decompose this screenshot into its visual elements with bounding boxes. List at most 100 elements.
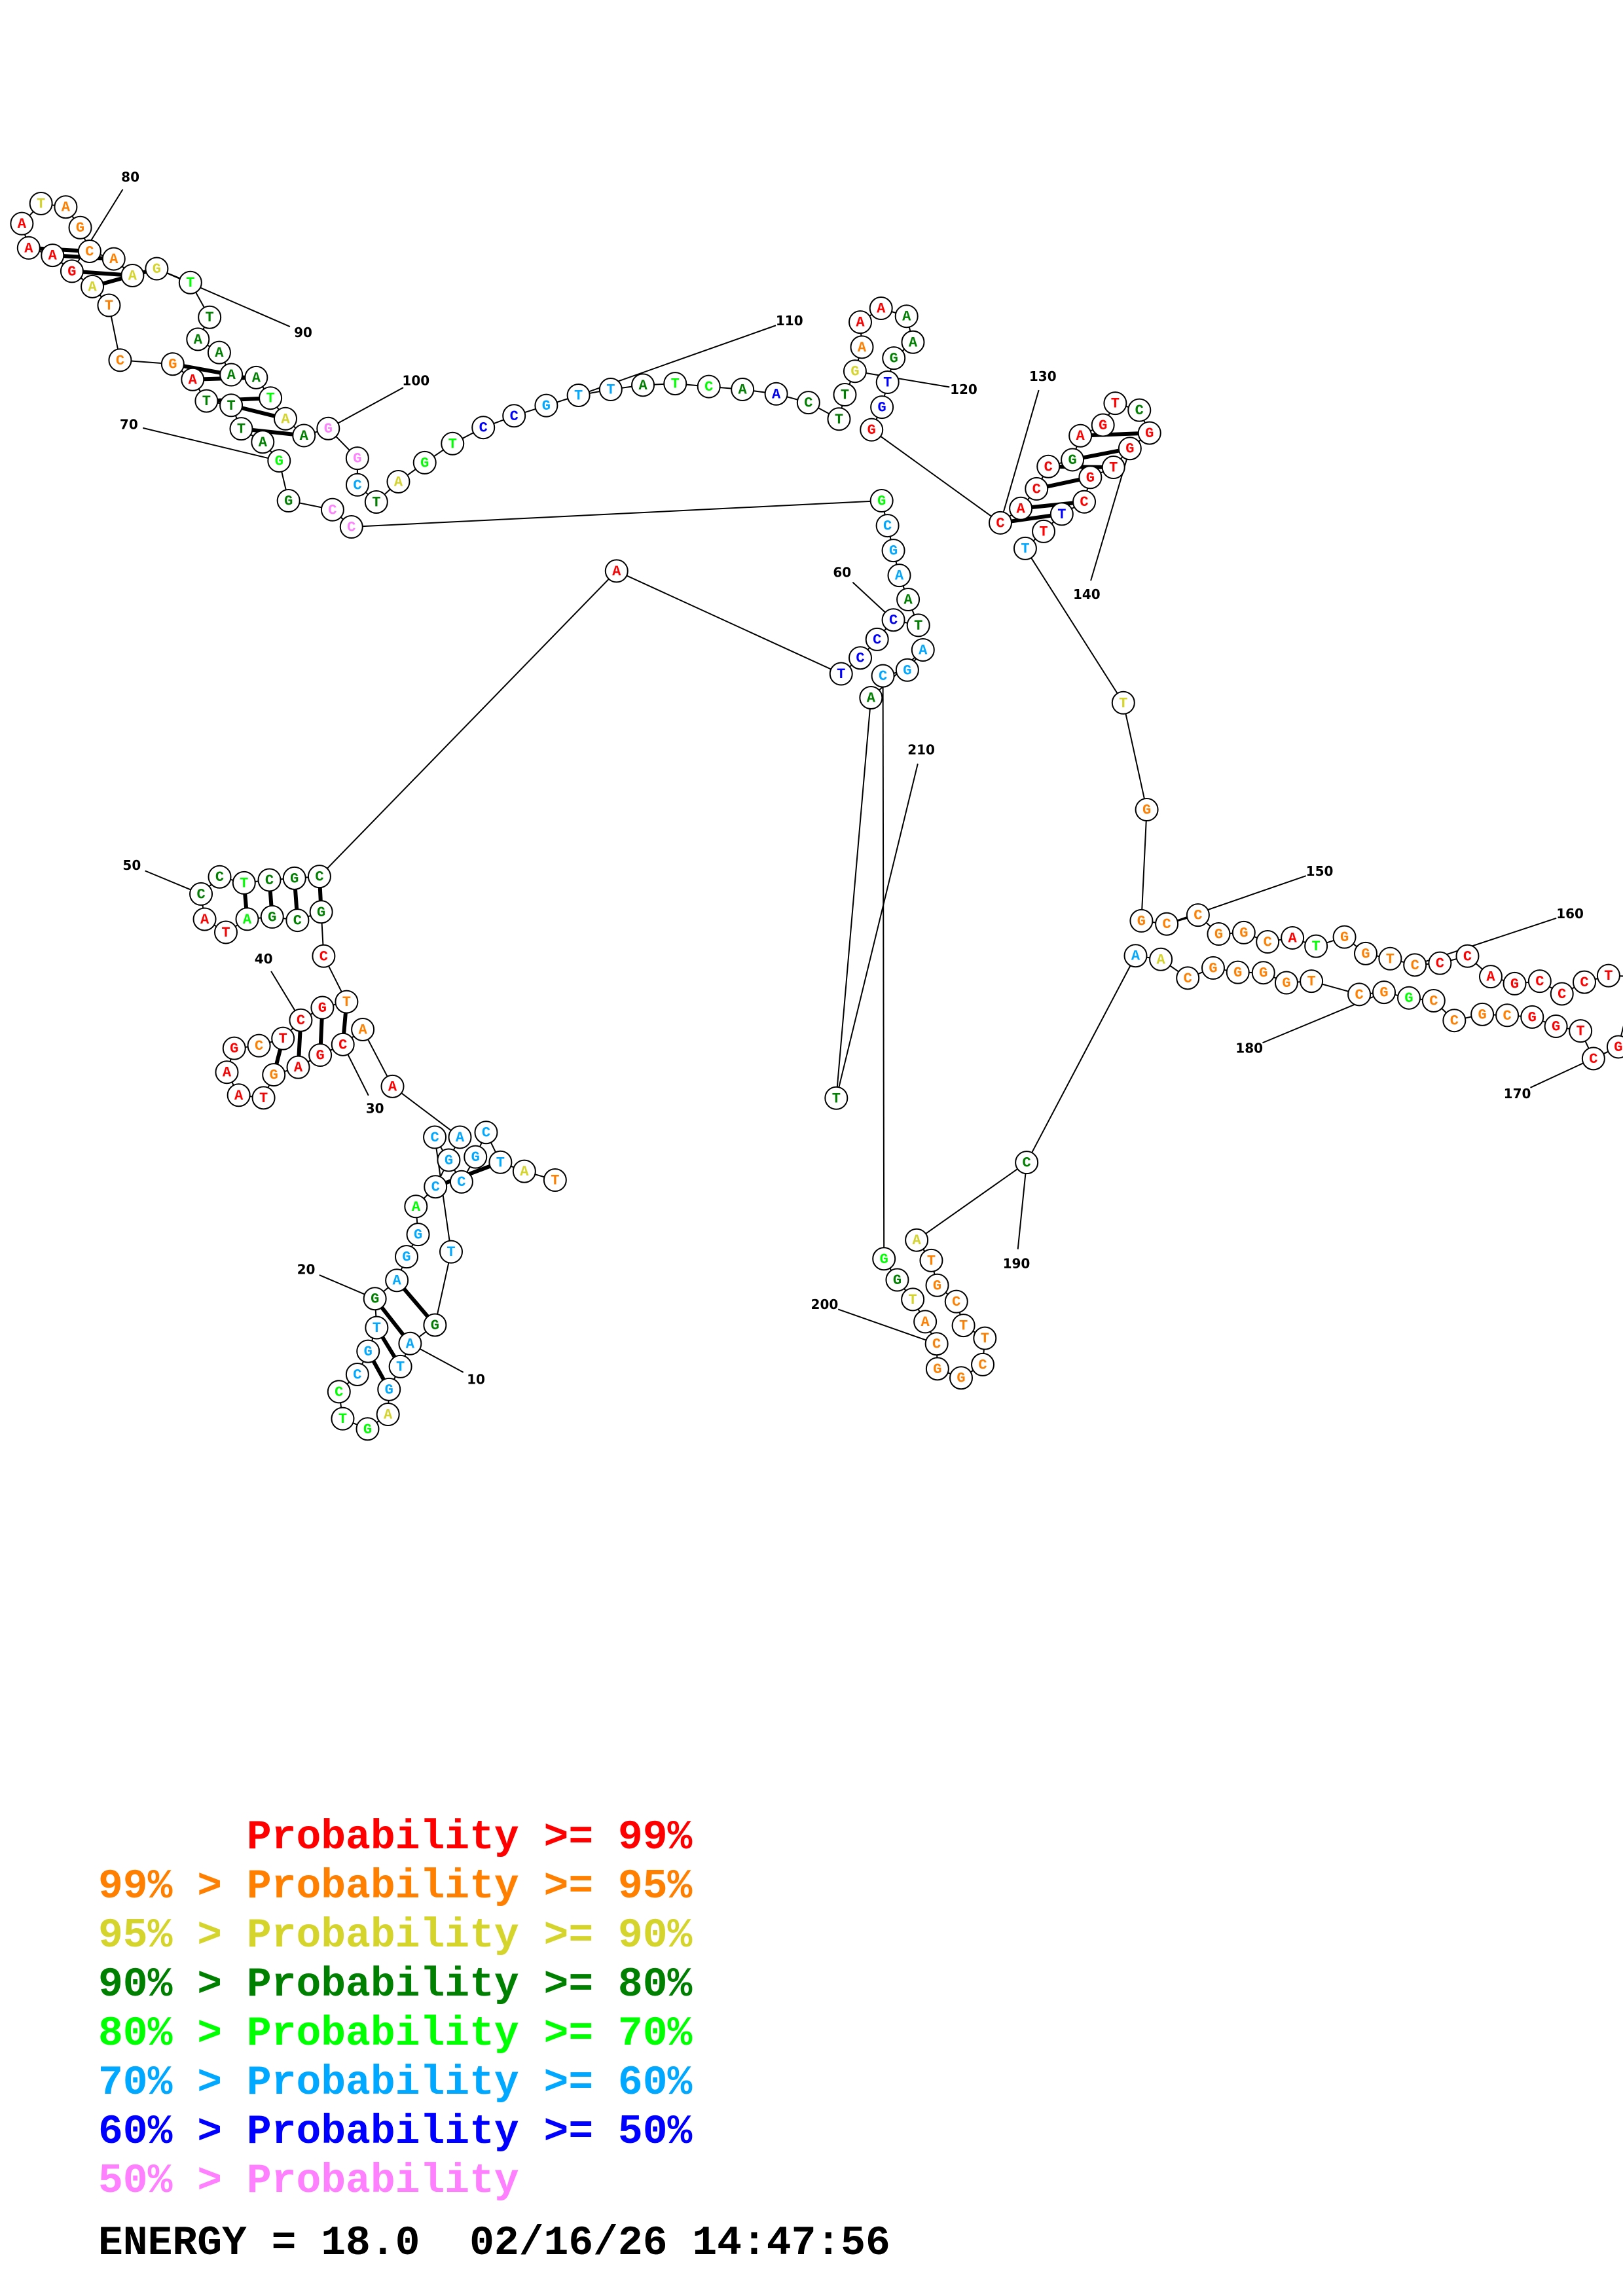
nucleotide-base: T xyxy=(551,1173,559,1189)
nucleotide: G xyxy=(464,1145,488,1169)
nucleotide-circle xyxy=(925,1273,949,1297)
nucleotide-base: C xyxy=(1264,935,1272,951)
nucleotide-circle xyxy=(1353,941,1377,965)
nucleotide: G xyxy=(1397,986,1421,1010)
nucleotide-base: C xyxy=(347,520,356,536)
nucleotide-base: T xyxy=(671,376,680,393)
nucleotide-circle xyxy=(160,352,185,376)
nucleotide-circle xyxy=(949,1366,974,1390)
nucleotide-base: G xyxy=(1361,946,1370,962)
nucleotide: G xyxy=(1372,980,1396,1005)
nucleotide-circle xyxy=(1378,946,1402,971)
nucleotide-circle xyxy=(316,416,340,440)
nucleotide-base: A xyxy=(18,216,27,232)
position-tick-line xyxy=(1090,459,1127,581)
legend-row: 90% > Probability >= 80% xyxy=(98,1962,693,2008)
nucleotide-base: T xyxy=(266,391,275,407)
nucleotide-base: G xyxy=(1259,965,1267,982)
nucleotide: C xyxy=(1015,1151,1039,1175)
position-label: 160 xyxy=(1556,906,1584,922)
nucleotide-base: A xyxy=(62,200,71,216)
nucleotide-circle xyxy=(1226,960,1250,984)
nucleotide-base: A xyxy=(189,372,198,388)
nucleotide: G xyxy=(308,1043,333,1067)
nucleotide: T xyxy=(194,389,219,413)
nucleotide-base: C xyxy=(704,379,713,395)
nucleotide-base: A xyxy=(1157,952,1166,968)
nucleotide-base: G xyxy=(371,1291,379,1308)
nucleotide-base: T xyxy=(496,1155,505,1171)
position-tick-line xyxy=(347,1054,369,1096)
nucleotide: A xyxy=(512,1159,536,1183)
nucleotide-circle xyxy=(10,211,34,236)
nucleotide-base: G xyxy=(364,1344,373,1360)
nucleotide-base: G xyxy=(316,1048,325,1064)
base-pair-bond xyxy=(380,1306,405,1336)
nucleotide: A xyxy=(398,1331,422,1355)
nucleotide: C xyxy=(1581,1047,1605,1071)
nucleotide-base: G xyxy=(1379,985,1388,1001)
nucleotide-base: T xyxy=(186,275,194,291)
nucleotide-circle xyxy=(380,1074,405,1098)
nucleotide-base: G xyxy=(889,543,898,560)
nucleotide: C xyxy=(247,1033,271,1058)
nucleotide-circle xyxy=(731,378,755,402)
nucleotide-circle xyxy=(145,257,169,281)
nucleotide: G xyxy=(1606,1035,1623,1059)
nucleotide-base: G xyxy=(471,1149,480,1166)
backbone-segment xyxy=(1026,955,1137,1163)
nucleotide: G xyxy=(222,1036,246,1060)
base-pair-bond xyxy=(243,893,249,908)
nucleotide-base: A xyxy=(234,1088,244,1104)
nucleotide-circle xyxy=(229,417,253,441)
nucleotide: T xyxy=(833,383,857,407)
nucleotide-base: G xyxy=(168,357,177,373)
nucleotide-base: T xyxy=(105,298,113,314)
nucleotide: C xyxy=(1403,953,1427,977)
nucleotide: C xyxy=(988,511,1012,535)
nucleotide: A xyxy=(887,564,911,588)
nucleotide-circle xyxy=(1155,912,1179,936)
nucleotide-circle xyxy=(351,1017,375,1041)
nucleotide-base: C xyxy=(353,477,361,493)
position-label: 130 xyxy=(1029,368,1057,384)
nucleotide-circle xyxy=(1061,448,1085,472)
nucleotide-base: G xyxy=(353,451,361,467)
position-label: 90 xyxy=(294,325,312,340)
nucleotide-circle xyxy=(1186,903,1210,927)
nucleotide-circle xyxy=(235,907,259,931)
nucleotide: C xyxy=(881,608,905,632)
nucleotide: A xyxy=(1123,944,1148,968)
backbone-segment xyxy=(882,675,885,1259)
nucleotide: G xyxy=(1137,421,1161,445)
nucleotide-circle xyxy=(860,418,884,442)
nucleotide-circle xyxy=(543,1168,567,1193)
nucleotide-circle xyxy=(262,1063,286,1087)
nucleotide: G xyxy=(843,359,867,384)
nucleotide-base: C xyxy=(1023,1155,1031,1172)
nucleotide: G xyxy=(872,1247,896,1271)
nucleotide-base: C xyxy=(1044,459,1053,475)
nucleotide-circle xyxy=(697,374,721,399)
nucleotide-base: T xyxy=(1111,396,1120,412)
nucleotide: G xyxy=(925,1357,949,1381)
nucleotide-base: G xyxy=(877,493,886,510)
nucleotide-base: C xyxy=(335,1384,343,1401)
nucleotide-circle xyxy=(1300,969,1324,994)
nucleotide-circle xyxy=(448,1125,472,1149)
nucleotide-base: A xyxy=(294,1060,303,1076)
nucleotide: C xyxy=(1036,454,1061,478)
nucleotide-base: A xyxy=(903,592,913,609)
nucleotide: C xyxy=(327,1380,351,1404)
nucleotide: C xyxy=(474,1121,498,1145)
nucleotide: A xyxy=(764,382,788,406)
nucleotide: C xyxy=(875,514,900,538)
nucleotide: C xyxy=(345,1362,369,1386)
nucleotide: G xyxy=(160,352,185,376)
nucleotide: G xyxy=(870,395,894,420)
nucleotide: G xyxy=(949,1366,974,1390)
nucleotide: G xyxy=(423,1313,447,1337)
nucleotide-circle xyxy=(16,236,41,260)
nucleotide-base: G xyxy=(957,1371,965,1387)
nucleotide-base: C xyxy=(328,502,337,518)
